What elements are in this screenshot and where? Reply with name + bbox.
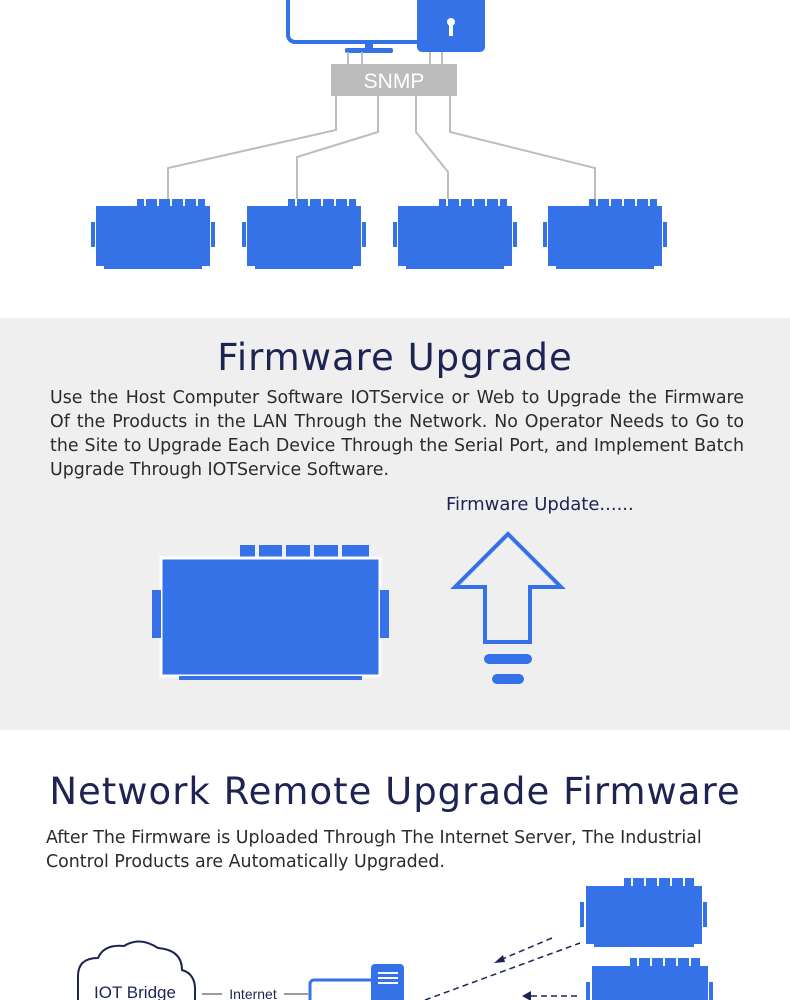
cloud-icon	[77, 940, 197, 1000]
monitor-base	[345, 48, 393, 53]
snmp-switch	[331, 64, 457, 96]
device-icon	[580, 878, 707, 947]
firmware-upgrade-section: Firmware Upgrade Use the Host Computer S…	[0, 318, 790, 730]
device-icon	[91, 199, 215, 269]
remote-upgrade-title: Network Remote Upgrade Firmware	[49, 770, 741, 813]
firmware-update-label: Firmware Update......	[446, 494, 634, 515]
upload-bar	[484, 654, 532, 664]
device-icon	[586, 958, 713, 1000]
remote-upgrade-graphic: IOT Bridge Internet	[77, 878, 713, 1000]
device-icon	[543, 199, 667, 269]
firmware-upgrade-graphic	[152, 531, 566, 684]
arrow-head-icon	[494, 955, 505, 963]
remote-upgrade-description: After The Firmware is Uploaded Through T…	[46, 828, 702, 872]
arrow-head-icon	[522, 991, 531, 1000]
laptop-icon	[308, 978, 382, 1000]
dashed-link	[424, 942, 581, 1000]
upload-bar	[492, 674, 524, 684]
monitor-wires	[347, 52, 443, 66]
device-icon	[152, 545, 389, 680]
firmware-upgrade-title: Firmware Upgrade	[217, 336, 573, 379]
device-wires	[167, 96, 596, 200]
snmp-diagram-section: SNMP	[0, 0, 790, 318]
dashed-arrow	[499, 937, 553, 961]
upload-arrow-icon	[450, 531, 566, 644]
monitor-stand	[365, 42, 373, 50]
remote-upgrade-section: Network Remote Upgrade Firmware After Th…	[0, 730, 790, 1000]
lock-keyhole-stem	[449, 22, 453, 36]
snmp-diagram: SNMP	[91, 0, 667, 269]
device-icon	[242, 199, 366, 269]
internet-label: Internet	[229, 986, 277, 1000]
firmware-upgrade-description: Use the Host Computer Software IOTServic…	[50, 388, 744, 480]
snmp-label: SNMP	[364, 70, 425, 93]
cloud-label: IOT Bridge	[94, 983, 176, 1000]
device-icon	[393, 199, 517, 269]
